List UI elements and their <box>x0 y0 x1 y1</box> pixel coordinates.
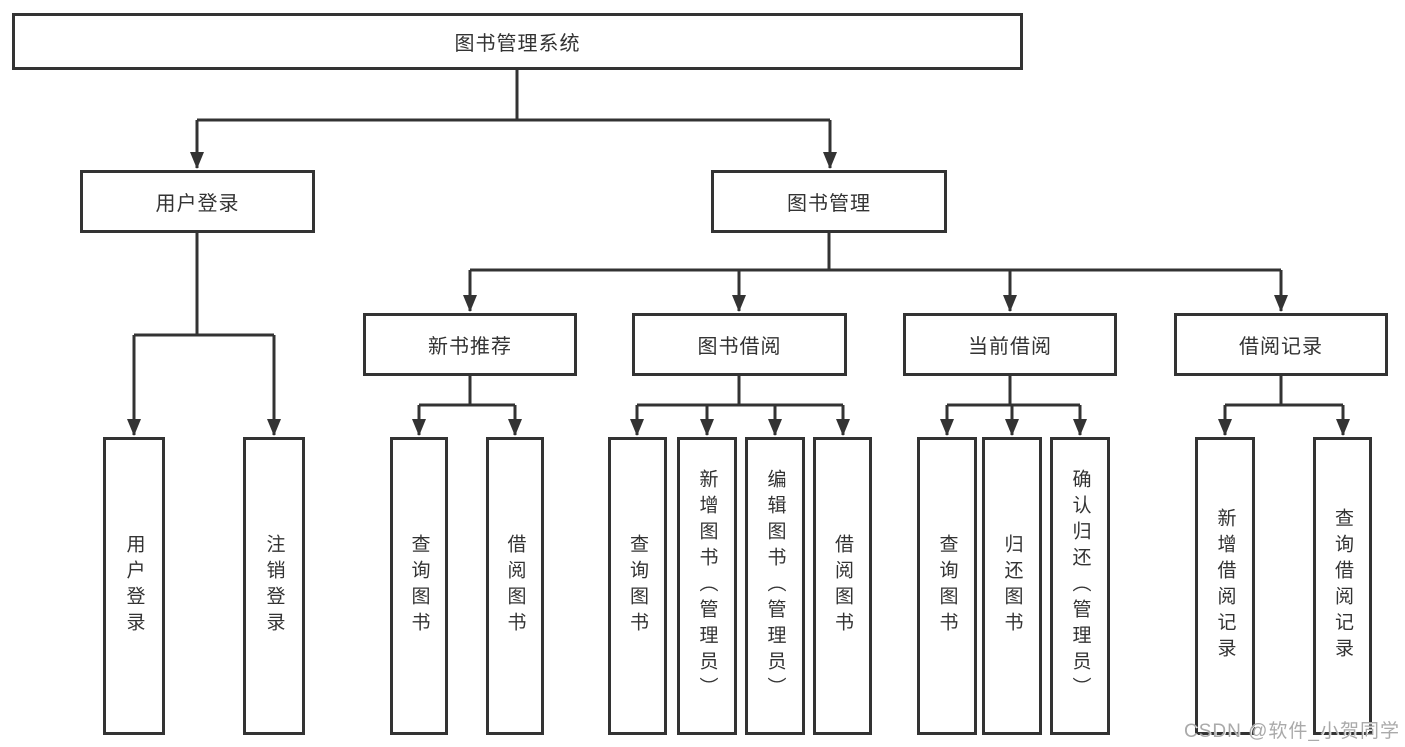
node-label: 查询图书 <box>408 534 430 638</box>
node-label: 确认归还（管理员） <box>1069 469 1091 703</box>
node-label: 归还图书 <box>1001 534 1023 638</box>
leaf-query-borrow-record: 查询借阅记录 <box>1313 437 1372 735</box>
node-label: 新增图书（管理员） <box>696 469 718 703</box>
node-label: 图书借阅 <box>697 336 782 358</box>
leaf-borrow-books-recommend: 借阅图书 <box>486 437 544 735</box>
leaf-logout: 注销登录 <box>243 437 305 735</box>
node-label: 用户登录 <box>123 534 145 638</box>
leaf-query-books-borrowing: 查询图书 <box>608 437 667 735</box>
node-label: 借阅记录 <box>1239 336 1323 358</box>
leaf-borrow-books-borrowing: 借阅图书 <box>813 437 872 735</box>
node-current-borrowing: 当前借阅 <box>903 313 1117 376</box>
node-label: 借阅图书 <box>504 534 526 638</box>
node-book-borrowing: 图书借阅 <box>632 313 847 376</box>
csdn-watermark: CSDN @软件_小贺同学 <box>1184 721 1400 742</box>
node-label: 当前借阅 <box>968 336 1052 358</box>
node-label: 查询借阅记录 <box>1332 508 1353 664</box>
leaf-query-books-recommend: 查询图书 <box>390 437 448 735</box>
node-label: 查询图书 <box>936 534 958 638</box>
node-new-book-recommendation: 新书推荐 <box>363 313 577 376</box>
node-label: 新增借阅记录 <box>1214 508 1236 664</box>
node-label: 新书推荐 <box>428 336 512 358</box>
node-library-management-system: 图书管理系统 <box>12 13 1023 70</box>
node-label: 查询图书 <box>627 534 648 638</box>
node-label: 图书管理系统 <box>454 33 581 55</box>
leaf-add-books-admin: 新增图书（管理员） <box>677 437 737 735</box>
leaf-confirm-return-admin: 确认归还（管理员） <box>1050 437 1110 735</box>
leaf-query-books-current: 查询图书 <box>917 437 977 735</box>
node-label: 用户登录 <box>155 193 240 215</box>
node-book-management: 图书管理 <box>711 170 947 233</box>
node-label: 图书管理 <box>787 193 871 215</box>
leaf-edit-books-admin: 编辑图书（管理员） <box>745 437 805 735</box>
leaf-add-borrow-record: 新增借阅记录 <box>1195 437 1255 735</box>
node-label: 注销登录 <box>263 534 285 638</box>
node-borrowing-records: 借阅记录 <box>1174 313 1388 376</box>
node-label: 编辑图书（管理员） <box>764 469 786 703</box>
node-label: 借阅图书 <box>832 534 853 638</box>
node-user-login: 用户登录 <box>80 170 315 233</box>
leaf-return-books: 归还图书 <box>982 437 1042 735</box>
leaf-user-login: 用户登录 <box>103 437 165 735</box>
